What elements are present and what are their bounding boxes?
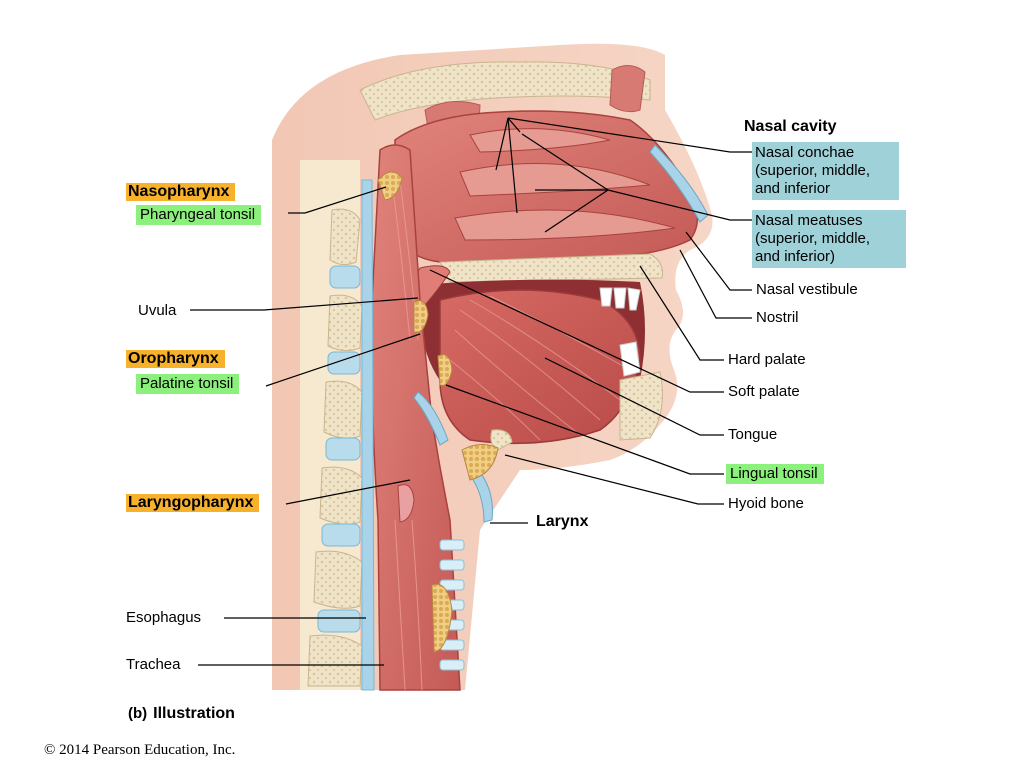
teeth bbox=[599, 287, 641, 377]
leader-tongue bbox=[544, 357, 724, 436]
hyoid-bone-shape bbox=[490, 429, 513, 451]
middle-concha bbox=[459, 163, 651, 197]
label-nasal-meatuses: Nasal meatuses (superior, middle, and in… bbox=[752, 210, 906, 268]
label-esophagus: Esophagus bbox=[126, 609, 202, 626]
label-uvula: Uvula bbox=[138, 302, 177, 319]
leader-hard-palate bbox=[639, 265, 724, 361]
thyroid-gland bbox=[431, 583, 453, 653]
hard-palate-bone bbox=[439, 253, 663, 283]
label-lingual-tonsil: Lingual tonsil bbox=[726, 464, 824, 484]
frontal-sinus bbox=[609, 65, 646, 113]
leader-soft-palate bbox=[429, 269, 724, 393]
leader-laryngopharynx bbox=[285, 479, 411, 505]
vertebral-column bbox=[300, 160, 375, 691]
label-soft-palate: Soft palate bbox=[728, 383, 800, 400]
leader-lines bbox=[190, 117, 752, 666]
label-nasal-vestibule: Nasal vestibule bbox=[756, 281, 858, 298]
label-palatine-tonsil: Palatine tonsil bbox=[136, 374, 240, 394]
leader-hyoid-bone bbox=[504, 454, 724, 505]
label-laryngopharynx: Laryngopharynx bbox=[126, 494, 260, 512]
label-nasal-conchae: Nasal conchae (superior, middle, and inf… bbox=[752, 142, 899, 200]
nasal-cartilage bbox=[649, 144, 709, 223]
leader-pharyngeal-tonsil bbox=[288, 186, 387, 214]
vocal-fold bbox=[397, 484, 415, 523]
pharyngeal-tonsil bbox=[377, 171, 403, 201]
palatine-tonsil bbox=[413, 300, 429, 333]
leader-nostril bbox=[679, 249, 752, 319]
figure-caption: (b) Illustration bbox=[128, 705, 235, 723]
leader-nasal-conchae bbox=[507, 117, 752, 153]
leader-lingual-tonsil bbox=[445, 384, 724, 475]
label-trachea: Trachea bbox=[126, 656, 181, 673]
label-nasal-cavity: Nasal cavity bbox=[744, 118, 837, 135]
epiglottis bbox=[413, 391, 449, 446]
label-oropharynx: Oropharynx bbox=[126, 350, 225, 368]
label-nostril: Nostril bbox=[756, 309, 799, 326]
lingual-tonsil bbox=[437, 354, 453, 386]
copyright-notice: © 2014 Pearson Education, Inc. bbox=[44, 742, 236, 758]
label-hyoid-bone: Hyoid bone bbox=[728, 495, 804, 512]
label-nasopharynx: Nasopharynx bbox=[126, 183, 236, 201]
leader-palatine-tonsil bbox=[265, 333, 421, 387]
pharynx-folds bbox=[391, 179, 423, 691]
caption-part: (b) bbox=[128, 705, 148, 722]
leader-nasal-meatuses bbox=[607, 189, 752, 221]
label-pharyngeal-tonsil: Pharyngeal tonsil bbox=[136, 205, 262, 225]
epiglottic-fat bbox=[461, 444, 499, 481]
inferior-concha bbox=[454, 209, 676, 241]
tongue-body bbox=[439, 289, 641, 445]
label-hard-palate: Hard palate bbox=[728, 351, 806, 368]
leader-uvula bbox=[190, 297, 419, 311]
leader-nasal-vestibule bbox=[685, 231, 752, 291]
caption-title: Illustration bbox=[153, 705, 235, 722]
tongue-fibers bbox=[449, 295, 631, 441]
label-larynx: Larynx bbox=[536, 513, 589, 530]
thyroid-cartilage bbox=[469, 469, 493, 523]
superior-concha bbox=[469, 128, 611, 153]
label-tongue: Tongue bbox=[728, 426, 778, 443]
